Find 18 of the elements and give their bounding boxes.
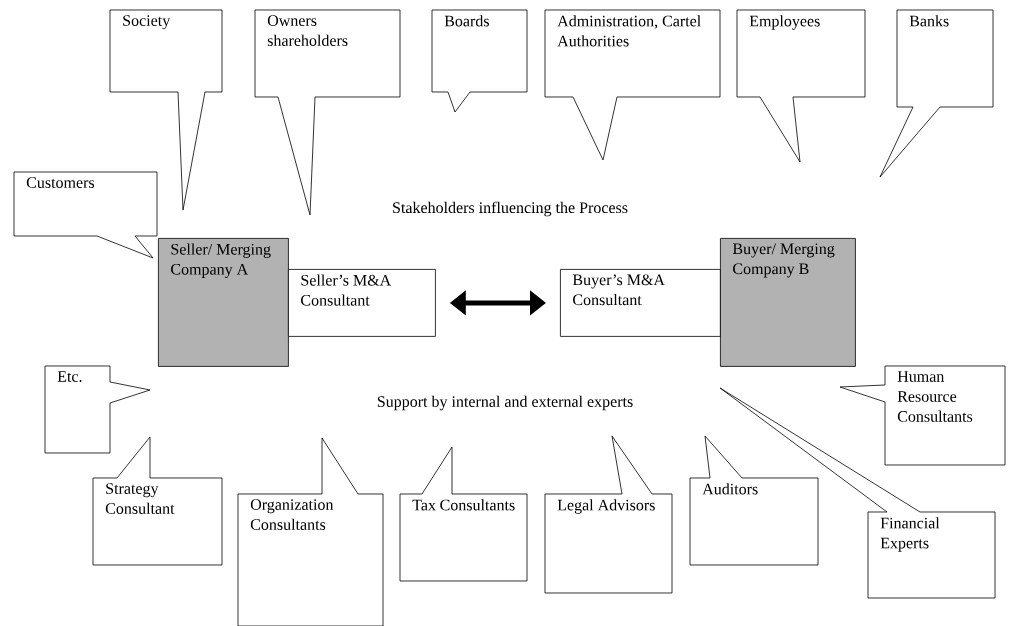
speech-bubble: Legal Advisors xyxy=(544,435,673,594)
caption-text: Support by internal and external experts xyxy=(377,395,633,411)
speech-bubble: Employees xyxy=(736,9,866,163)
speech-bubble: Administration, Cartel Authorities xyxy=(544,9,721,161)
speech-bubble: Human Resource Consultants xyxy=(839,365,1006,466)
speech-bubble: Auditors xyxy=(689,435,819,566)
speech-bubble: Etc. xyxy=(44,365,151,454)
speech-bubble: Boards xyxy=(431,9,528,113)
speech-bubble: Customers xyxy=(13,171,158,259)
speech-bubble: Banks xyxy=(879,9,994,178)
speech-bubble: Society xyxy=(109,9,223,211)
company-box: Seller/ Merging Company A xyxy=(158,238,289,367)
consultant-box: Buyer’s M&A Consultant xyxy=(560,269,721,337)
speech-bubble: Strategy Consultant xyxy=(92,436,223,566)
company-box: Buyer/ Merging Company B xyxy=(720,238,856,367)
consultant-box: Seller’s M&A Consultant xyxy=(288,269,436,337)
speech-bubble: Tax Consultants xyxy=(399,446,528,582)
speech-bubble: Organization Consultants xyxy=(237,437,384,626)
